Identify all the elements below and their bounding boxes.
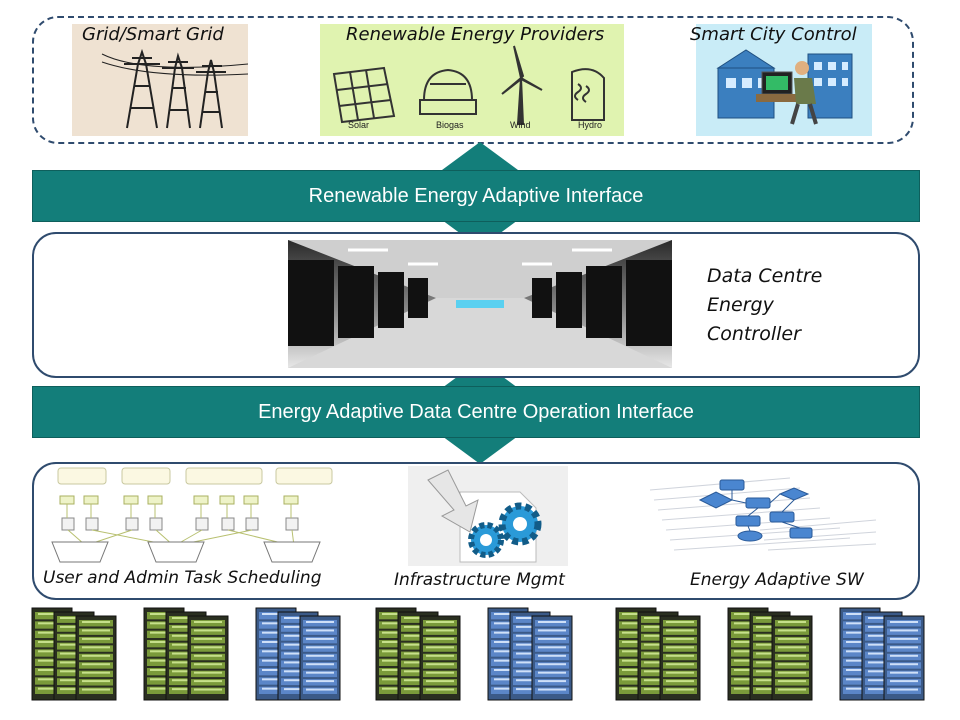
smart-city-panel bbox=[696, 24, 872, 136]
renewable-interface-band: Renewable Energy Adaptive Interface bbox=[32, 170, 920, 222]
grid-panel bbox=[72, 24, 249, 136]
green-server-rack-icon bbox=[375, 607, 461, 701]
green-server-rack-icon bbox=[31, 607, 117, 701]
dc-line-3: Controller bbox=[707, 323, 801, 345]
energy-sw-label: Energy Adaptive SW bbox=[690, 570, 864, 590]
server-rack-row bbox=[0, 606, 960, 710]
renewable-label: Renewable Energy Providers bbox=[346, 24, 605, 45]
wind-turbine-icon bbox=[501, 45, 543, 125]
data-centre-controller-label: Data Centre Energy Controller bbox=[707, 262, 822, 349]
renewable-panel: Solar Biogas Wind Hydro bbox=[320, 24, 624, 136]
biogas-icon bbox=[419, 68, 477, 115]
task-scheduling-diagram bbox=[51, 467, 333, 563]
infrastructure-label: Infrastructure Mgmt bbox=[394, 570, 565, 590]
gear-icon bbox=[468, 502, 542, 558]
solar-panel-icon bbox=[332, 66, 396, 124]
biogas-label: Biogas bbox=[436, 120, 464, 130]
external-providers-container bbox=[32, 16, 914, 144]
dc-line-1: Data Centre bbox=[707, 265, 823, 287]
dc-line-2: Energy bbox=[707, 294, 774, 316]
hydro-icon bbox=[571, 68, 605, 121]
grid-label: Grid/Smart Grid bbox=[82, 24, 224, 45]
blue-server-rack-icon bbox=[255, 607, 341, 701]
arrow-download-icon bbox=[427, 469, 479, 533]
green-server-rack-icon bbox=[727, 607, 813, 701]
hydro-label: Hydro bbox=[578, 120, 603, 130]
green-server-rack-icon bbox=[615, 607, 701, 701]
scheduling-label: User and Admin Task Scheduling bbox=[43, 568, 322, 588]
city-label: Smart City Control bbox=[690, 24, 857, 45]
operator-at-console-icon bbox=[756, 61, 818, 125]
software-flowchart bbox=[649, 477, 877, 551]
green-server-rack-icon bbox=[143, 607, 229, 701]
wind-label: Wind bbox=[510, 120, 531, 130]
blue-server-rack-icon bbox=[839, 607, 925, 701]
solar-label: Solar bbox=[348, 120, 370, 130]
server-aisle-left bbox=[288, 260, 428, 346]
server-aisle-right bbox=[532, 260, 672, 346]
operation-interface-band: Energy Adaptive Data Centre Operation In… bbox=[32, 386, 920, 438]
infrastructure-image bbox=[408, 466, 568, 566]
blue-server-rack-icon bbox=[487, 607, 573, 701]
data-centre-image bbox=[288, 240, 672, 368]
power-tower-icon bbox=[101, 48, 249, 129]
